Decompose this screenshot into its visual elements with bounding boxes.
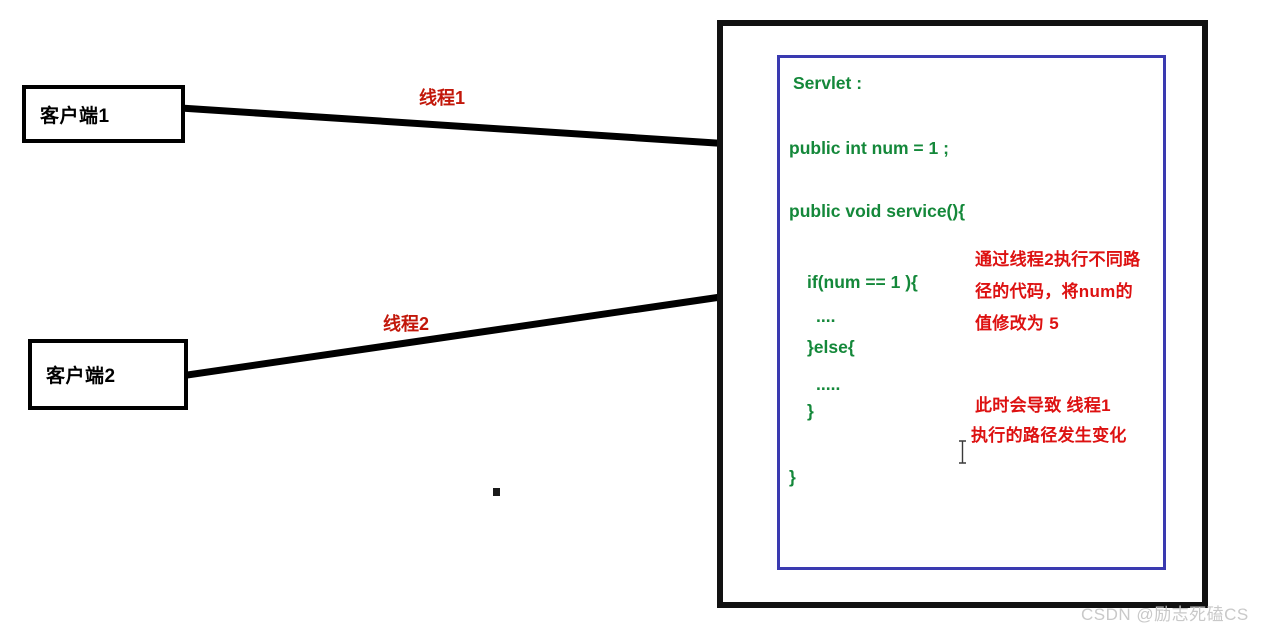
servlet-code-box [777, 55, 1166, 570]
code-line-if-condition: if(num == 1 ){ [807, 272, 918, 292]
client-box-1: 客户端1 [22, 85, 185, 143]
code-line-close-method: } [789, 467, 796, 487]
ink-dot-marker [493, 488, 500, 496]
code-line-field-num: public int num = 1 ; [789, 138, 949, 158]
thread-1-label: 线程1 [419, 88, 466, 108]
annotation-2-line-1: 此时会导致 线程1 [975, 396, 1111, 415]
thread-1-arrow [164, 103, 778, 163]
code-line-close-if: } [807, 401, 814, 421]
annotation-1-line-1: 通过线程2执行不同路 [975, 250, 1141, 269]
code-line-else: }else{ [807, 337, 855, 357]
client-2-label: 客户端2 [46, 366, 116, 387]
annotation-1-line-2: 径的代码，将num的 [975, 282, 1133, 301]
text-cursor-icon [959, 440, 966, 464]
code-line-if-body: .... [816, 306, 836, 326]
client-box-2: 客户端2 [28, 339, 188, 410]
thread-2-arrow [159, 276, 772, 383]
csdn-watermark: CSDN @励志死磕CS [1081, 605, 1249, 624]
code-line-servlet-header: Servlet : [793, 73, 863, 93]
code-line-else-body: ..... [816, 374, 841, 394]
thread-2-label: 线程2 [383, 314, 430, 334]
annotation-1-line-3: 值修改为 5 [975, 314, 1059, 333]
code-line-service-method: public void service(){ [789, 201, 966, 221]
annotation-2-line-2: 执行的路径发生变化 [971, 426, 1127, 445]
client-1-label: 客户端1 [40, 105, 110, 127]
